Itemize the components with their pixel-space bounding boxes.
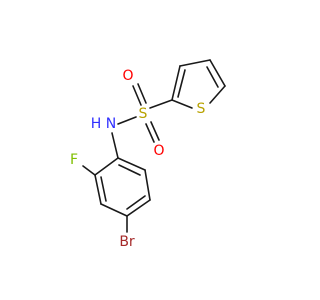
bond-s-c2: [171, 99, 193, 109]
atom-n: N: [106, 116, 116, 132]
bond-c2b-f: [82, 165, 96, 176]
bond-s-o2-b: [150, 121, 160, 141]
bond-c6b-c1: [117, 157, 146, 171]
atom-f: F: [70, 152, 78, 168]
atom-s-thiophene: S: [197, 101, 206, 117]
bond-s-o1-b: [137, 83, 147, 104]
bond-s-o2-a: [145, 123, 155, 143]
bond-c5-s: [209, 85, 226, 104]
bond-n-c1: [111, 132, 119, 159]
bonds: [82, 59, 226, 233]
bond-s-n: [117, 116, 137, 125]
molecule-structure: O S O S H N F Br: [70, 59, 226, 250]
bond-c5b-c6b: [144, 169, 151, 201]
bond-c4-c5-inner: [206, 66, 219, 88]
bond-c2-c3-inner: [177, 69, 186, 98]
atom-o1: O: [122, 68, 133, 84]
bond-c3-c4: [179, 59, 211, 67]
bond-c2b-c3b-inner: [100, 176, 107, 202]
bond-c4b-c5b-inner: [126, 195, 146, 210]
atom-o2: O: [153, 143, 164, 159]
bond-c2b-c3b: [94, 174, 102, 205]
bond-c3b-c4b: [100, 203, 128, 217]
atom-br: Br: [119, 234, 135, 250]
bond-c2-c3: [171, 65, 181, 101]
bond-s-o1-a: [132, 85, 142, 106]
bond-c4b-c5b: [126, 199, 151, 217]
atom-h: H: [91, 116, 102, 132]
atom-s-sulfonyl: S: [139, 106, 148, 122]
bond-c1-c2b: [94, 157, 119, 176]
bond-c6b-c1-inner: [118, 164, 141, 176]
bond-c2-sulfonyl: [149, 99, 173, 109]
atom-labels: O S O S H N F Br: [70, 68, 206, 250]
bond-c4-c5: [209, 59, 226, 87]
